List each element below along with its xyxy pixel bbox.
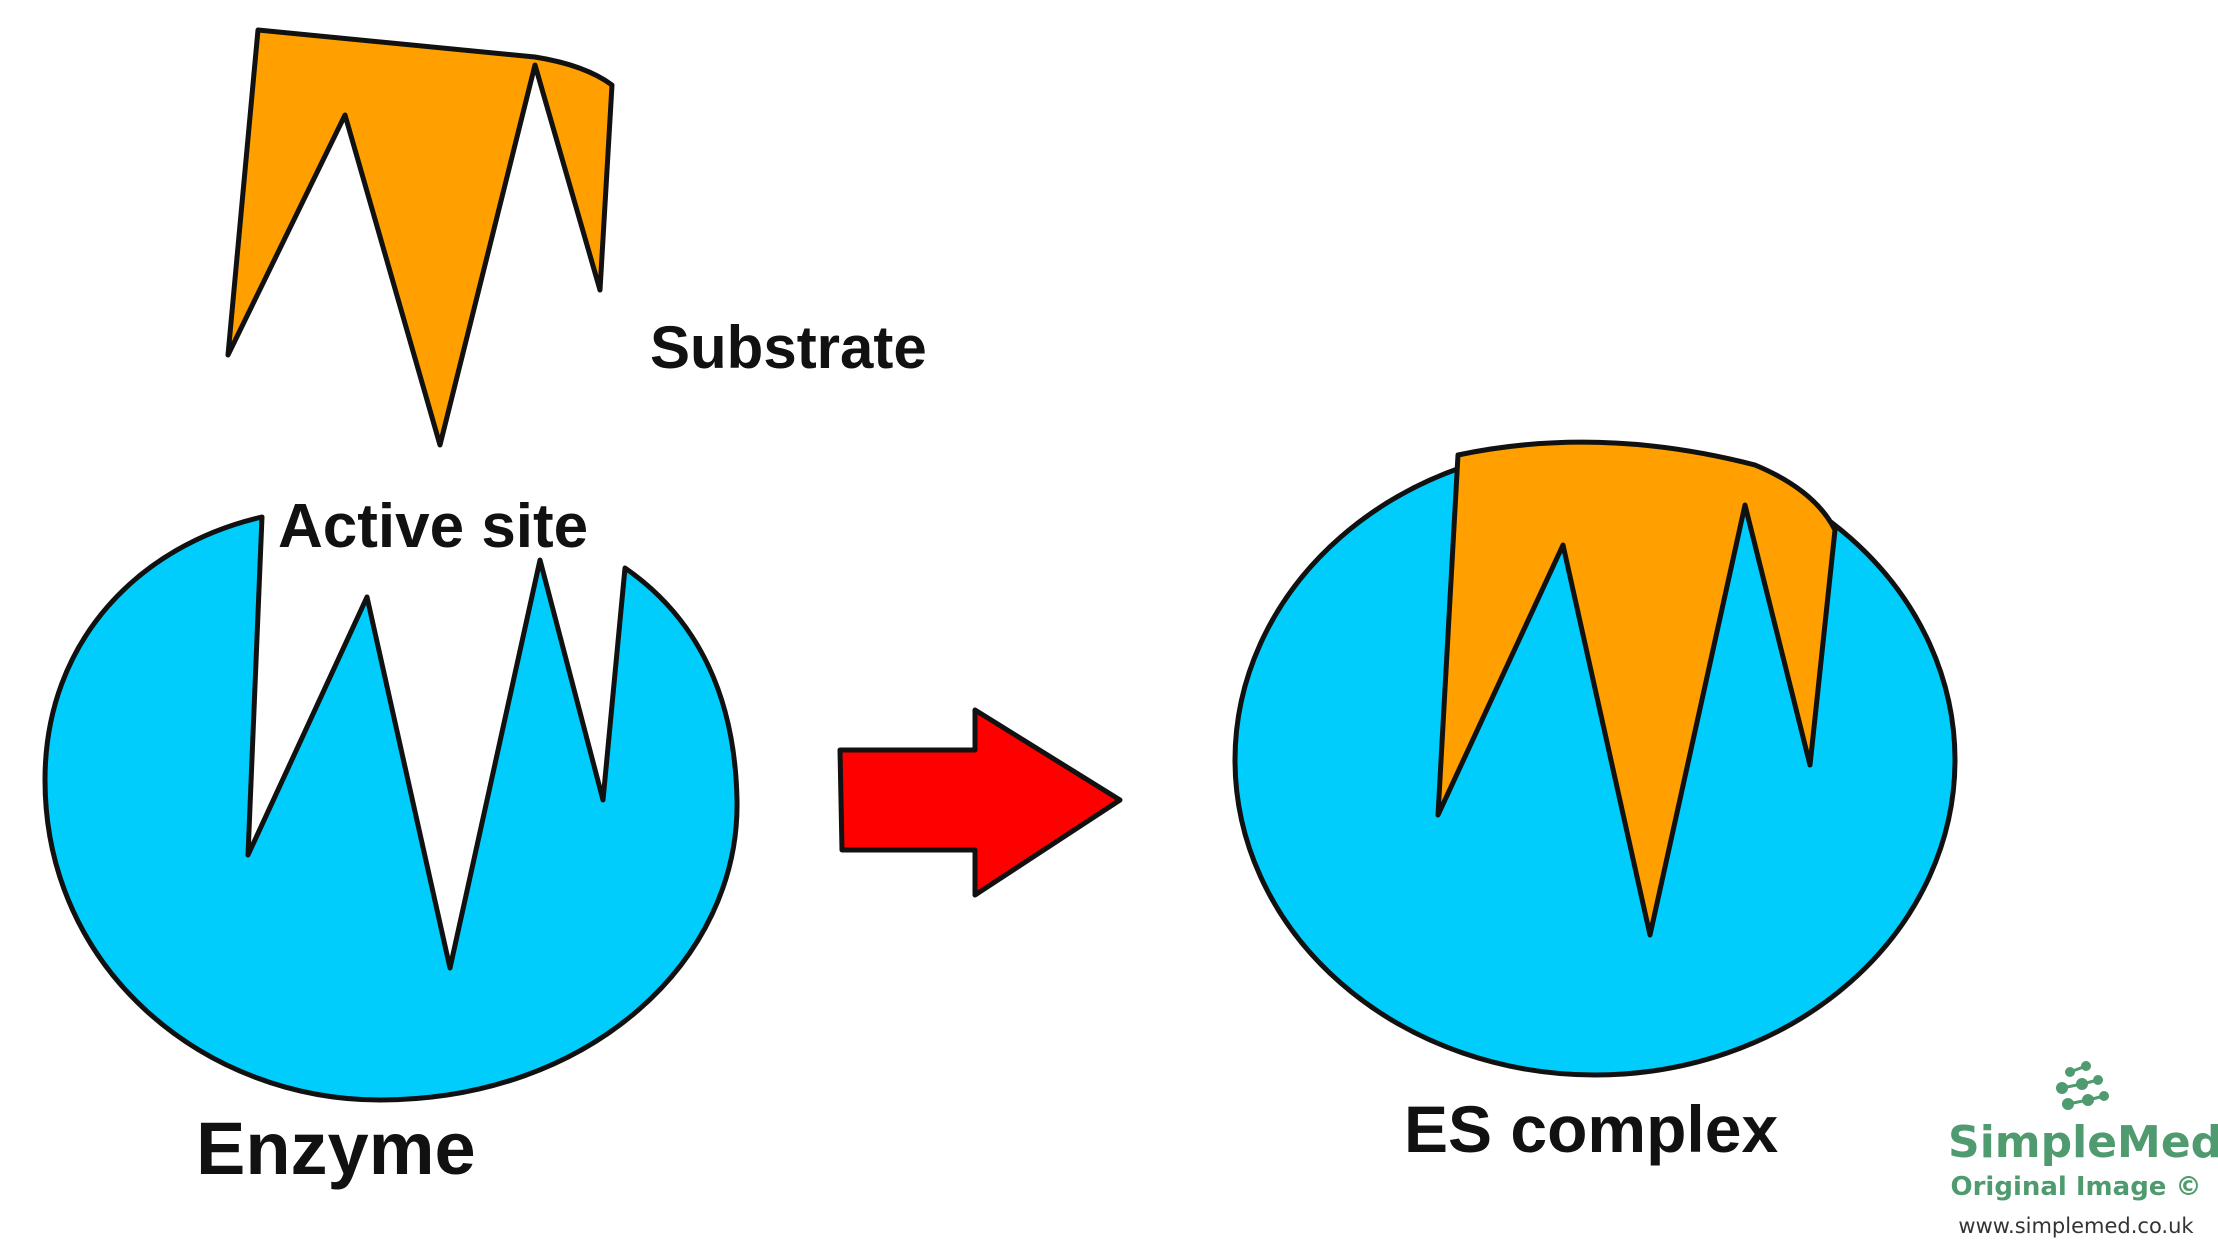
watermark-subtitle: Original Image ©	[1950, 1172, 2202, 1203]
substrate-label: Substrate	[650, 314, 927, 381]
watermark: SimpleMed Original Image © www.simplemed…	[1948, 1058, 2218, 1241]
simplemed-logo-icon	[2056, 1061, 2109, 1110]
enzyme-label: Enzyme	[196, 1107, 476, 1190]
watermark-brand: SimpleMed	[1948, 1117, 2218, 1168]
es-complex-substrate-shape	[1435, 439, 1838, 938]
substrate-shape	[225, 27, 615, 448]
enzyme-shape	[42, 514, 740, 1103]
reaction-arrow	[837, 707, 1123, 898]
watermark-url: www.simplemed.co.uk	[1958, 1214, 2194, 1239]
es-complex-label: ES complex	[1404, 1092, 1779, 1166]
active-site-label: Active site	[278, 492, 589, 561]
